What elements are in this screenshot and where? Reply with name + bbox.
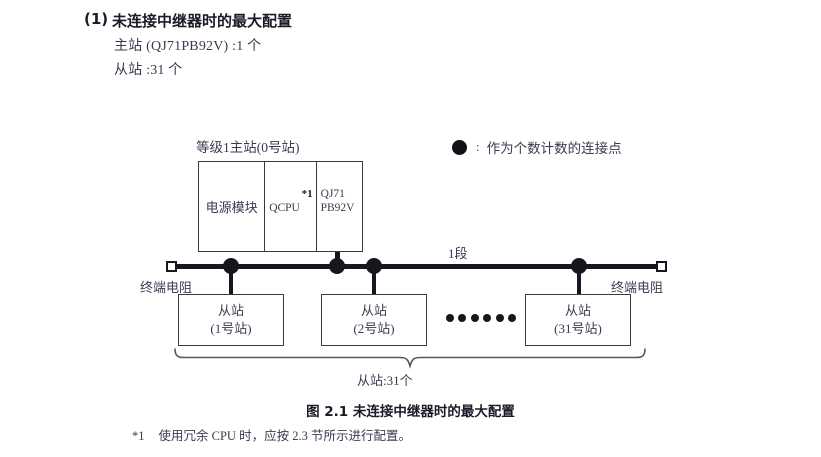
figure-caption: 图 2.1 未连接中继器时的最大配置 — [306, 404, 515, 420]
network-module-label-line1: QJ71 — [320, 188, 345, 200]
profibus-bus-line — [171, 264, 663, 269]
cpu-module-footnote-mark: *1 — [301, 188, 313, 200]
slave-count-brace — [172, 348, 648, 374]
terminator-left-label: 终端电阻 — [140, 280, 193, 295]
brace-icon — [174, 348, 646, 369]
rack-label: 等级1主站(0号站) — [196, 140, 300, 155]
legend: : 作为个数计数的连接点 — [452, 136, 622, 158]
slave-station-number: (31号站) — [554, 321, 602, 336]
spec-master-station: 主站 (QJ71PB92V) :1 个 — [114, 39, 262, 54]
drop-line-slave-1 — [228, 266, 234, 295]
drop-line-slave-2 — [371, 266, 377, 295]
filled-circle-icon — [452, 139, 467, 155]
slave-station-box: 从站 (2号站) — [321, 294, 427, 346]
slave-station-title: 从站 — [360, 303, 387, 319]
segment-label: 1段 — [448, 246, 468, 261]
legend-label: 作为个数计数的连接点 — [486, 141, 622, 156]
slave-station-title: 从站 — [564, 303, 591, 319]
cpu-module-label: QCPU — [269, 202, 300, 214]
ellipsis-dot — [495, 314, 504, 322]
slave-count-label: 从站:31个 — [357, 373, 413, 388]
rack-slot-power-module: 电源模块 — [199, 162, 266, 251]
ellipsis-dots — [446, 313, 516, 323]
footnote-text: 使用冗余 CPU 时，应按 2.3 节所示进行配置。 — [158, 429, 411, 443]
slave-station-title: 从站 — [217, 303, 244, 319]
ellipsis-dot — [507, 314, 516, 322]
rack-slot-cpu-module: *1 QCPU — [265, 162, 317, 251]
footnote-mark: *1 — [132, 429, 145, 443]
legend-separator: : — [476, 139, 480, 154]
ellipsis-dot — [470, 314, 479, 322]
connection-point-dot — [329, 258, 345, 274]
ellipsis-dot — [458, 314, 467, 322]
ellipsis-dot — [446, 314, 454, 322]
section-number: (1) — [84, 10, 109, 28]
terminator-right-label: 终端电阻 — [611, 280, 664, 295]
section-title: 未连接中继器时的最大配置 — [112, 12, 293, 30]
slave-station-number: (1号站) — [210, 321, 252, 336]
drop-line-slave-3 — [576, 266, 582, 295]
network-module-label-line2: PB92V — [320, 202, 355, 215]
power-module-label: 电源模块 — [205, 200, 258, 215]
terminator-left-icon — [166, 261, 177, 272]
terminator-right-icon — [656, 261, 667, 272]
slave-station-box: 从站 (1号站) — [178, 294, 284, 346]
ellipsis-dot — [483, 314, 492, 322]
slave-station-number: (2号站) — [353, 321, 395, 336]
spec-slave-station: 从站 :31 个 — [114, 63, 183, 78]
slave-station-box: 从站 (31号站) — [525, 294, 631, 346]
footnote: *1 使用冗余 CPU 时，应按 2.3 节所示进行配置。 — [132, 425, 411, 444]
